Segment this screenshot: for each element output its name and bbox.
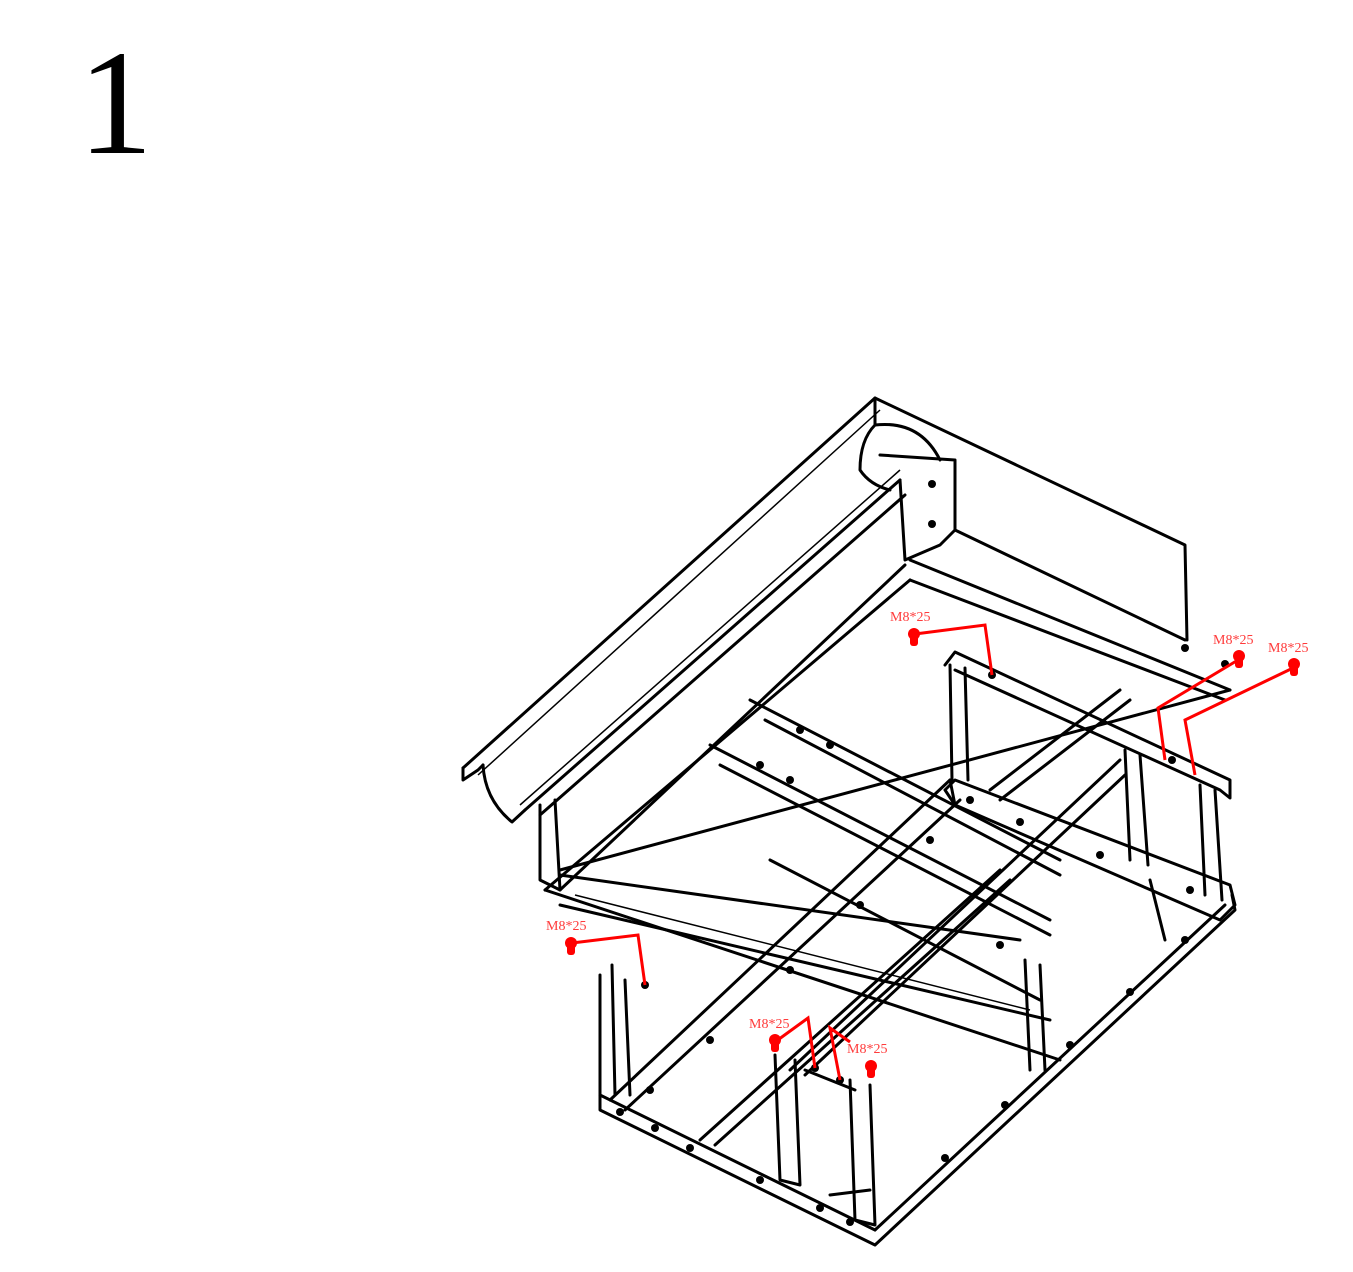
bolt-callout-2: M8*25 — [1156, 633, 1253, 761]
bolt-label: M8*25 — [749, 1017, 789, 1032]
lower-frame — [598, 650, 1237, 1247]
bolt-callout-6: M8*25 — [827, 1024, 887, 1081]
bolt-callout-3: M8*25 — [1183, 641, 1308, 776]
bolt-label: M8*25 — [890, 610, 930, 625]
bolt-label: M8*25 — [1268, 641, 1308, 656]
step-number: 1 — [78, 20, 153, 186]
bolt-label: M8*25 — [847, 1042, 887, 1057]
upper-frame — [461, 396, 1232, 1062]
bolt-callout-1: M8*25 — [890, 610, 994, 676]
bolt-callout-4: M8*25 — [546, 919, 647, 986]
bolt-callout-5: M8*25 — [749, 1015, 817, 1069]
bolt-callouts: M8*25 M8*25 M8*25 M8*25 M8*25 M8*25 — [546, 610, 1308, 1081]
holes — [616, 480, 1229, 1226]
bolt-label: M8*25 — [546, 919, 586, 934]
bolt-label: M8*25 — [1213, 633, 1253, 648]
